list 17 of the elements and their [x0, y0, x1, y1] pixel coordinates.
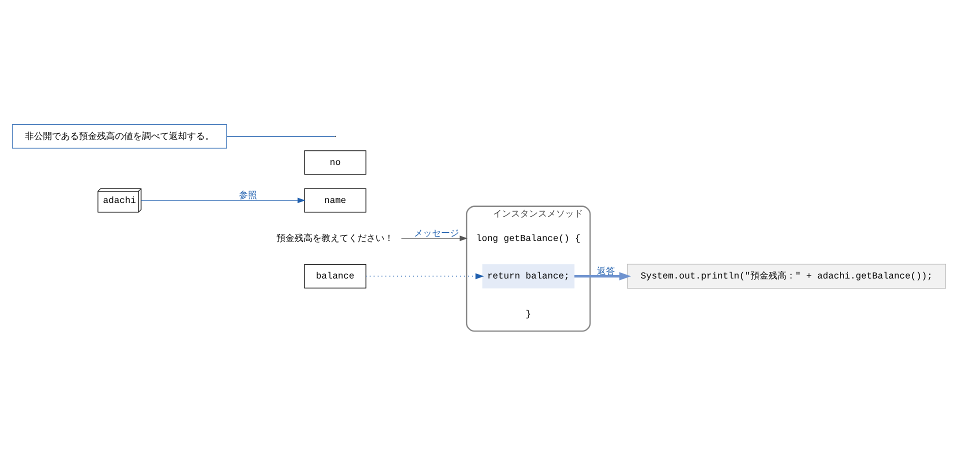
connector [226, 136, 335, 137]
node-text: long getBalance() { [476, 232, 580, 244]
arrow [401, 236, 468, 242]
arrow [366, 273, 484, 280]
node-box: name [304, 188, 366, 213]
edge-label: メッセージ [414, 228, 460, 239]
node-box: 非公開である預金残高の値を調べて返却する。 [12, 124, 228, 148]
arrow [574, 272, 632, 280]
node-box: balance [304, 264, 366, 288]
arrow [140, 198, 306, 204]
edge-label: 参照 [238, 190, 257, 201]
node-box: return balance; [482, 264, 574, 288]
node-text: } [526, 308, 532, 320]
edge-label: 返答 [597, 266, 616, 277]
node-text: 預金残高を教えてください！ [276, 234, 394, 244]
node-box: no [304, 150, 366, 175]
node-box: System.out.println("預金残高：" + adachi.getBalance()); [627, 264, 946, 289]
